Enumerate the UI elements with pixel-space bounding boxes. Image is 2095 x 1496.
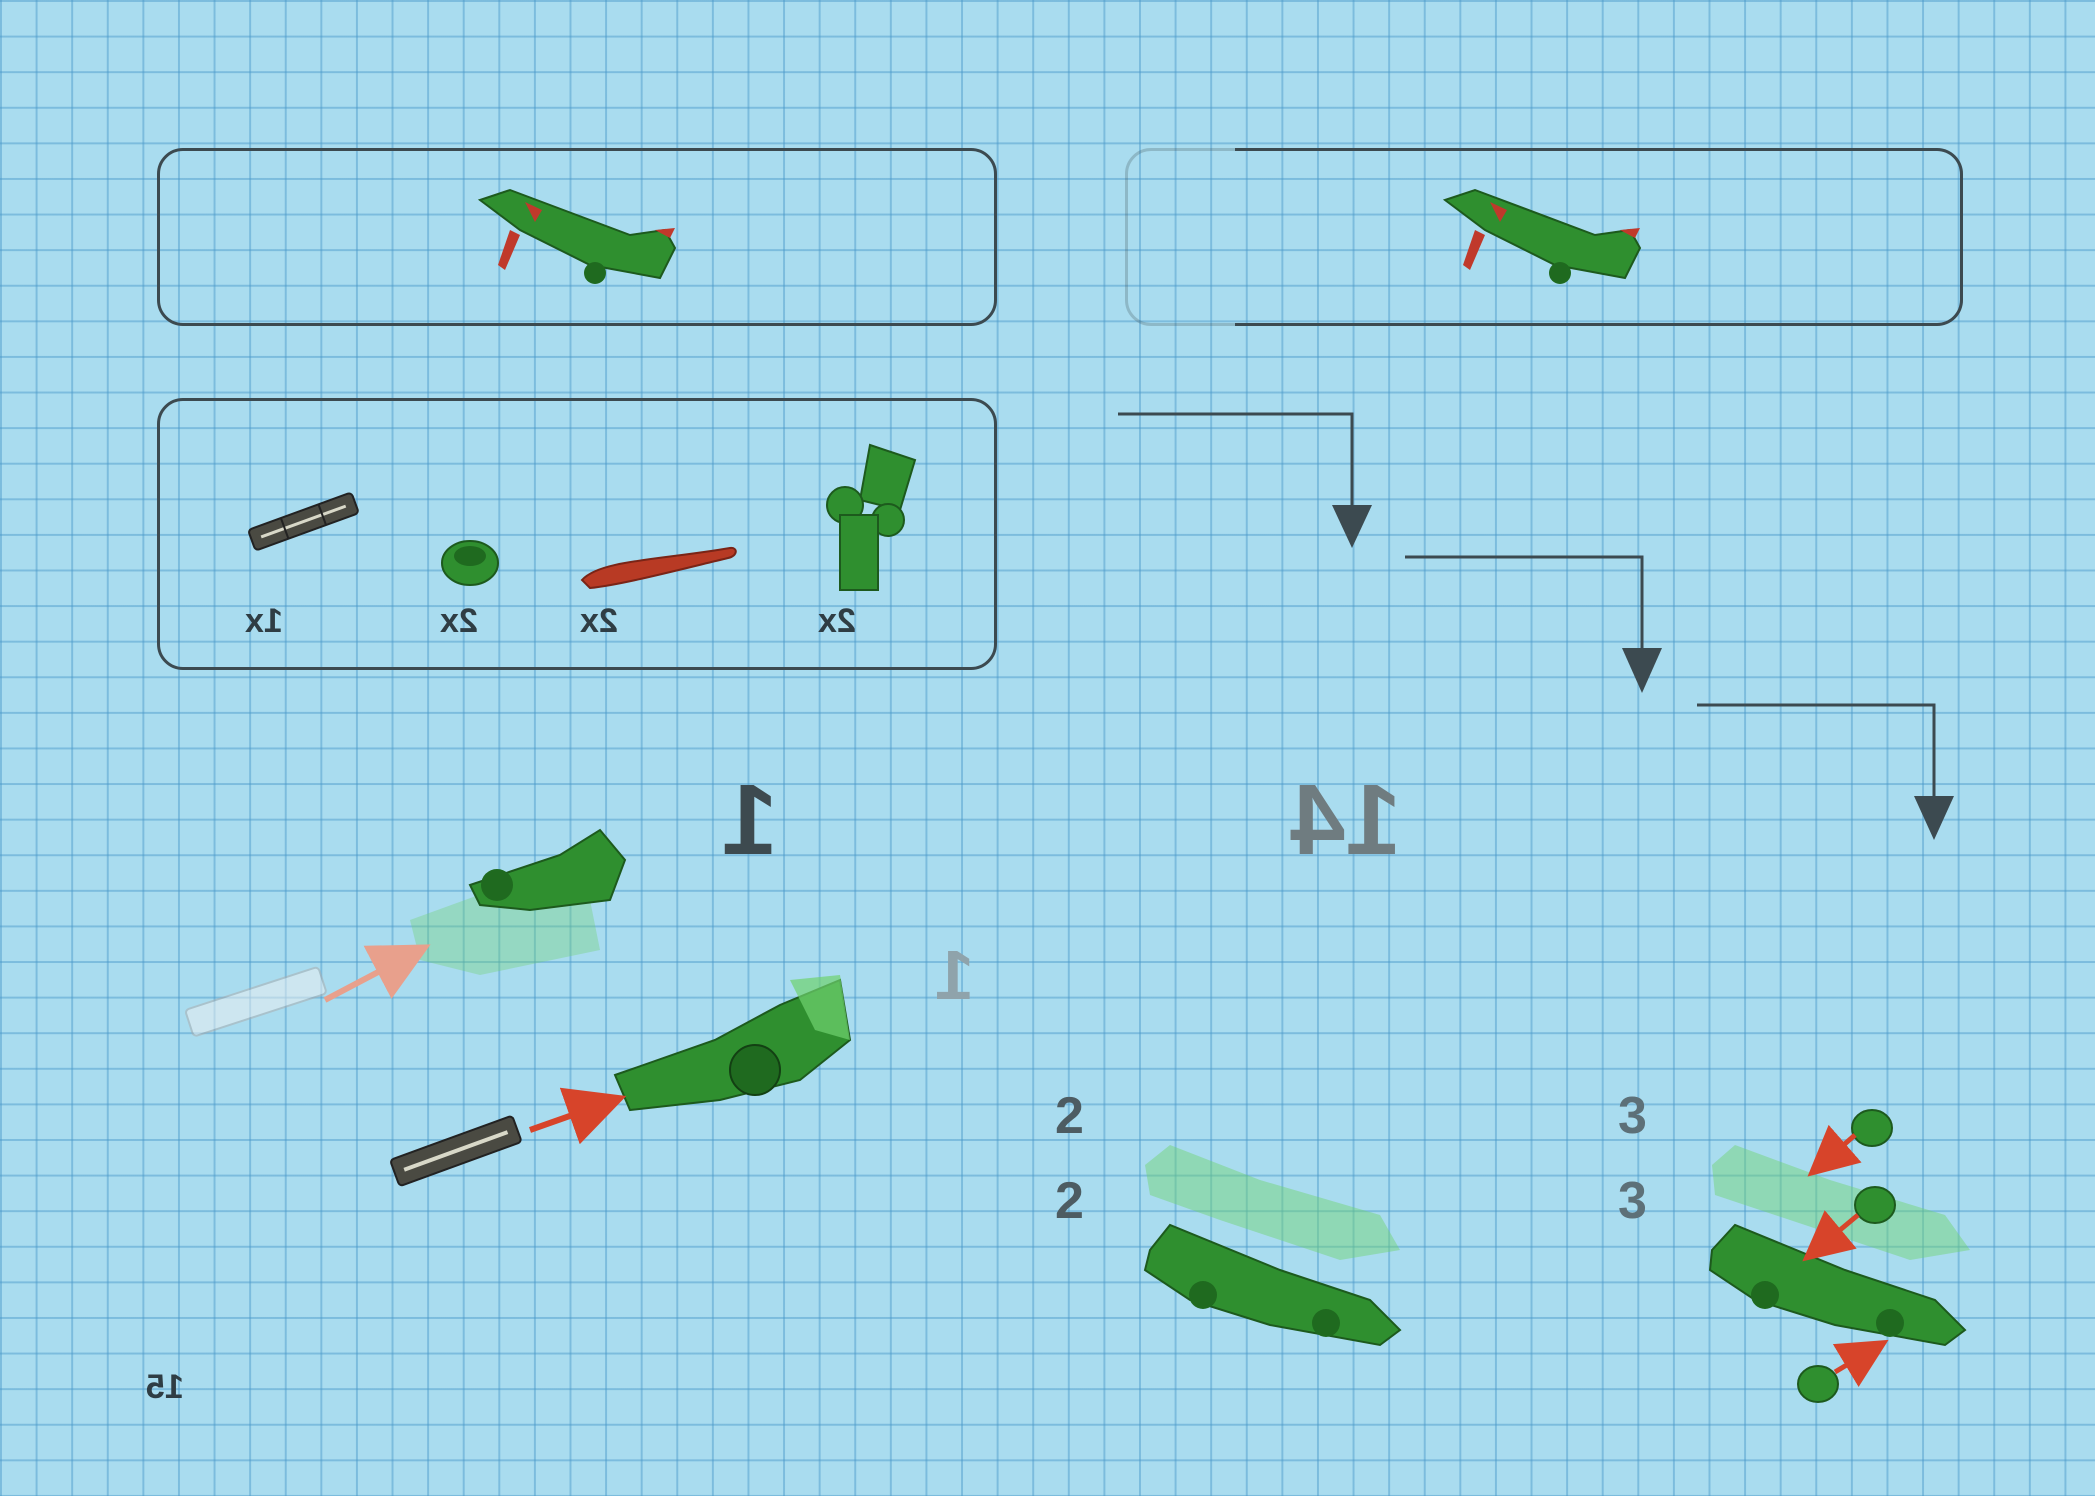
step3-plate-top — [1851, 1109, 1893, 1147]
step1-axle-faded — [185, 966, 327, 1037]
step3-arrow-bottom — [1832, 1339, 1889, 1388]
substep-2a: 2 — [1055, 1087, 1084, 1145]
flow-arrows — [1118, 412, 1936, 803]
step1-green-arm-top — [468, 828, 627, 912]
step1-axle — [390, 1115, 522, 1187]
assembled-model-left-icon — [477, 188, 677, 284]
round-plate-icon — [441, 540, 499, 586]
parts-list-box — [157, 398, 997, 670]
step1-arrow — [529, 1087, 627, 1145]
model-preview-box-right — [1125, 148, 1963, 326]
step1-green-arm-bottom — [613, 975, 852, 1112]
step2-green-arm — [1143, 1223, 1402, 1347]
substep-2b: 2 — [1055, 1172, 1084, 1230]
step3-green-arm — [1708, 1223, 1967, 1347]
step3-plate-mid — [1854, 1186, 1896, 1224]
green-joint-icon — [826, 443, 917, 591]
red-horn-icon — [580, 546, 737, 590]
substep-3a: 3 — [1618, 1087, 1647, 1145]
step3-plate-bottom — [1797, 1365, 1839, 1403]
step3-faded-arm — [1712, 1145, 1970, 1260]
model-preview-box-left — [157, 148, 997, 326]
step2-faded-arm — [1145, 1145, 1400, 1260]
connector-axle-icon — [248, 492, 359, 551]
step1-arrow-faded — [323, 944, 431, 1003]
flow-arrow-heads — [1332, 505, 1954, 840]
step3-arrow-top — [1807, 1124, 1862, 1177]
assembled-model-right-icon — [1442, 188, 1642, 284]
step3-arrow-mid — [1802, 1210, 1860, 1262]
substep-3b: 3 — [1618, 1172, 1647, 1230]
